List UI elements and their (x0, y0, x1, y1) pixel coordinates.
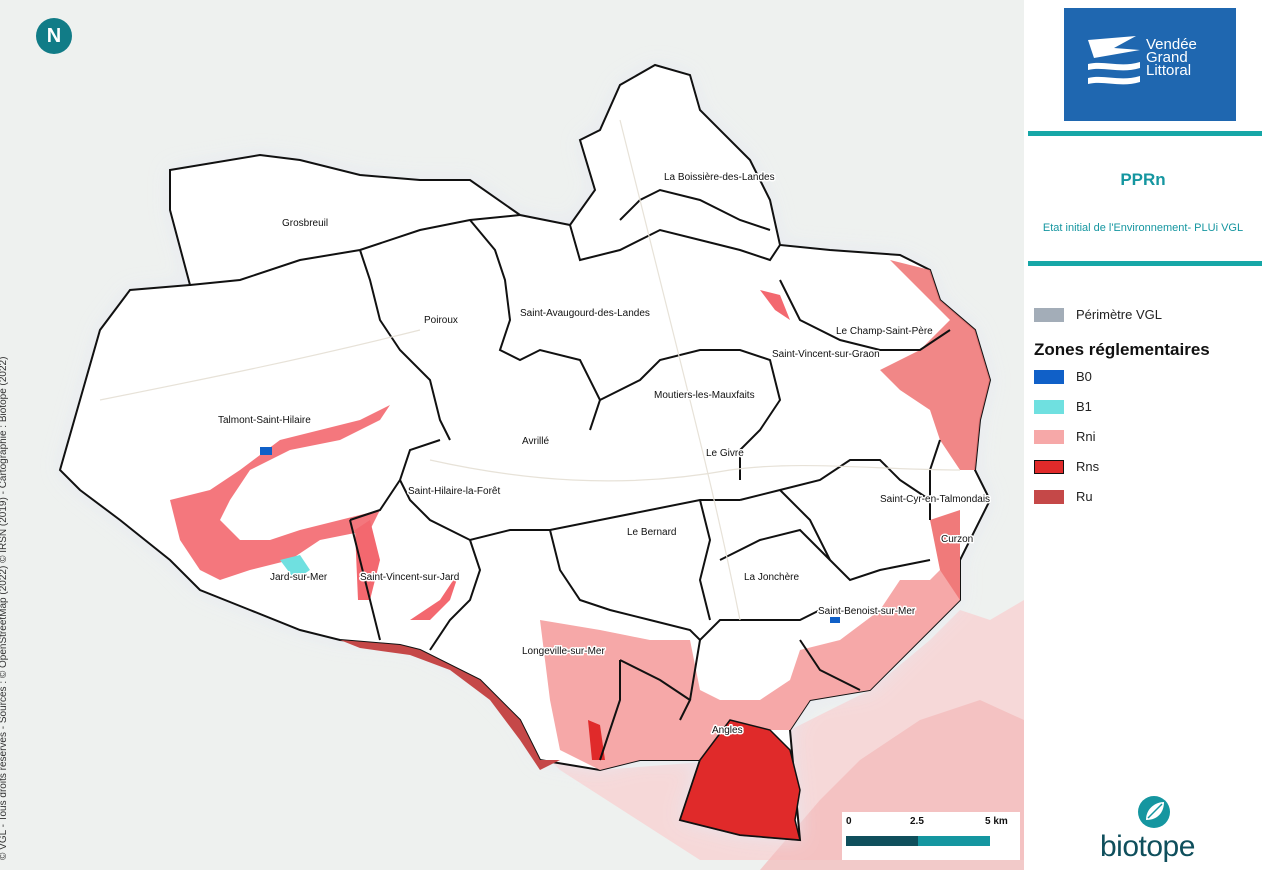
label-moutiers: Moutiers-les-Mauxfaits (654, 390, 755, 401)
label-saint-vincent-jard: Saint-Vincent-sur-Jard (360, 572, 459, 583)
label-saint-vincent-graon: Saint-Vincent-sur-Graon (772, 349, 880, 360)
zone-rns-angles[interactable] (679, 719, 801, 841)
legend: Périmètre VGL Zones réglementaires B0 B1… (1034, 306, 1262, 518)
north-arrow-letter: N (46, 25, 62, 47)
divider-bottom (1028, 261, 1262, 266)
zone-rni-curzon[interactable] (930, 510, 960, 600)
map-canvas: Grosbreuil La Boissière-des-Landes Poiro… (58, 63, 1024, 870)
label-le-bernard: Le Bernard (627, 527, 676, 538)
legend-item-b1: B1 (1034, 398, 1262, 428)
legend-label-rns: Rns (1076, 459, 1100, 474)
legend-swatch-b1 (1034, 400, 1064, 414)
side-panel: Vendée Grand Littoral PPRn Etat initial … (1024, 0, 1262, 870)
legend-label-perimeter: Périmètre VGL (1076, 307, 1162, 322)
roads (99, 119, 961, 621)
scale-segment-1 (846, 836, 918, 846)
commune-labels: Grosbreuil La Boissière-des-Landes Poiro… (217, 171, 992, 738)
legend-swatch-b0 (1034, 370, 1064, 384)
label-angles: Angles (712, 725, 743, 736)
label-la-boissiere: La Boissière-des-Landes (664, 172, 775, 183)
legend-swatch-ru (1034, 490, 1064, 504)
label-poiroux: Poiroux (424, 315, 458, 326)
scale-bar: 0 2.5 5 km (842, 812, 1020, 860)
scale-label-2-5: 2.5 (910, 816, 924, 827)
label-saint-cyr: Saint-Cyr-en-Talmondais (880, 494, 990, 505)
logo-text-grand: Grand (1146, 49, 1188, 66)
logo-text-littoral: Littoral (1146, 62, 1192, 79)
zone-rni-talmont[interactable] (170, 405, 390, 580)
legend-perimeter: Périmètre VGL (1034, 306, 1262, 336)
zone-b1-jard[interactable] (280, 555, 310, 580)
label-curzon: Curzon (941, 534, 973, 545)
label-jard: Jard-sur-Mer (270, 572, 328, 583)
scale-label-0: 0 (846, 816, 852, 827)
legend-item-b0: B0 (1034, 368, 1262, 398)
label-le-givre: Le Givre (706, 448, 744, 459)
scale-label-5km: 5 km (985, 816, 1008, 827)
biotope-logo: biotope (1090, 790, 1220, 870)
label-talmont: Talmont-Saint-Hilaire (218, 415, 311, 426)
divider-top (1028, 131, 1262, 136)
zone-rni-east[interactable] (880, 260, 990, 470)
logo-text-vendee: Vendée (1146, 36, 1197, 53)
zone-b0-benoist[interactable] (830, 617, 840, 623)
legend-item-rni: Rni (1034, 428, 1262, 458)
label-la-jonchere: La Jonchère (744, 572, 799, 583)
label-saint-hilaire-foret: Saint-Hilaire-la-Forêt (408, 486, 500, 497)
north-arrow-icon: N (36, 18, 72, 54)
label-champ-saint-pere: Le Champ-Saint-Père (836, 326, 933, 337)
label-saint-avaugourd: Saint-Avaugourd-des-Landes (520, 308, 650, 319)
legend-zones-title: Zones réglementaires (1034, 340, 1210, 359)
biotope-leaf-icon (1138, 796, 1170, 828)
zone-rns-longeville[interactable] (588, 720, 605, 760)
legend-label-b1: B1 (1076, 399, 1092, 414)
zone-rni-jard[interactable] (355, 520, 380, 600)
legend-label-b0: B0 (1076, 369, 1092, 384)
commune-boundaries (189, 188, 951, 761)
legend-swatch-perimeter (1034, 308, 1064, 322)
label-longeville: Longeville-sur-Mer (522, 646, 605, 657)
biotope-wordmark: biotope (1100, 830, 1195, 863)
label-grosbreuil: Grosbreuil (282, 218, 328, 229)
legend-label-rni: Rni (1076, 429, 1096, 444)
scale-segment-2 (918, 836, 990, 846)
zone-ru-coast[interactable] (340, 640, 560, 770)
vgl-wave-icon (1088, 36, 1140, 85)
map-view[interactable]: Grosbreuil La Boissière-des-Landes Poiro… (0, 0, 1024, 870)
legend-label-ru: Ru (1076, 489, 1093, 504)
zone-b0-talmont[interactable] (260, 447, 272, 455)
label-saint-benoist: Saint-Benoist-sur-Mer (818, 606, 916, 617)
vgl-logo: Vendée Grand Littoral (1064, 8, 1236, 121)
legend-swatch-rns (1034, 460, 1064, 474)
legend-item-ru: Ru (1034, 488, 1262, 518)
map-title: PPRn (1120, 170, 1166, 189)
legend-item-rns: Rns (1034, 458, 1262, 488)
label-avrille: Avrillé (522, 436, 549, 447)
map-subtitle: Etat initial de l'Environnement- PLUi VG… (1042, 222, 1244, 234)
zone-rni-south[interactable] (540, 560, 960, 770)
legend-swatch-rni (1034, 430, 1064, 444)
zone-rni-graon[interactable] (760, 290, 790, 320)
zone-rni-vincent[interactable] (410, 570, 460, 620)
copyright-text: © VGL - Tous droits réservés - Sources :… (0, 356, 9, 860)
